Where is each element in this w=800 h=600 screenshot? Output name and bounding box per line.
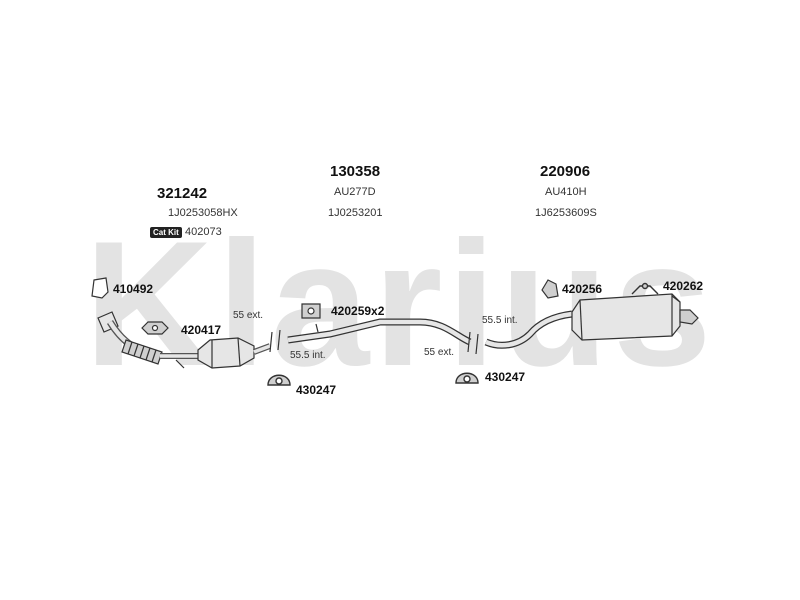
fitting-430247: 430247: [296, 383, 337, 397]
part-number-220906: 220906: [540, 163, 591, 180]
dimension-label: 55 ext.: [424, 347, 455, 358]
cat-kit-badge: Cat Kit: [150, 227, 182, 238]
part-code: AU410H: [545, 186, 587, 198]
gasket-icon: [91, 277, 109, 299]
catalytic-converter: [197, 337, 255, 369]
rear-pipe: [484, 310, 573, 349]
clamp-icon: [267, 374, 291, 386]
fitting-420256: 420256: [562, 282, 603, 296]
fitting-420417: 420417: [181, 323, 222, 337]
hanger-bracket-icon: [301, 303, 321, 319]
dimension-label: 55 ext.: [233, 310, 264, 321]
part-number-130358: 130358: [330, 163, 381, 180]
joint-markers: [269, 329, 479, 355]
cat-kit-number: 402073: [185, 226, 222, 238]
fitting-430247: 430247: [485, 370, 526, 384]
part-code: AU277D: [334, 186, 376, 198]
hanger-hook-icon: [631, 282, 659, 295]
fitting-410492: 410492: [113, 282, 154, 296]
front-pipe-assembly: [97, 311, 272, 369]
oem-reference: 1J6253609S: [535, 207, 597, 219]
intermediate-pipe: [287, 318, 472, 346]
hanger-icon: [141, 321, 169, 335]
fitting-420259: 420259x2: [331, 304, 385, 318]
fitting-420262: 420262: [663, 279, 704, 293]
rubber-mount-icon: [541, 279, 559, 299]
clamp-icon: [455, 372, 479, 384]
oem-reference: 1J0253201: [328, 207, 383, 219]
rear-silencer: [571, 293, 699, 341]
oem-reference: 1J0253058HX: [168, 207, 238, 219]
part-number-321242: 321242: [157, 185, 208, 202]
dimension-label: 55.5 int.: [482, 315, 518, 326]
flexible-section: [121, 339, 163, 365]
dimension-label: 55.5 int.: [290, 350, 326, 361]
